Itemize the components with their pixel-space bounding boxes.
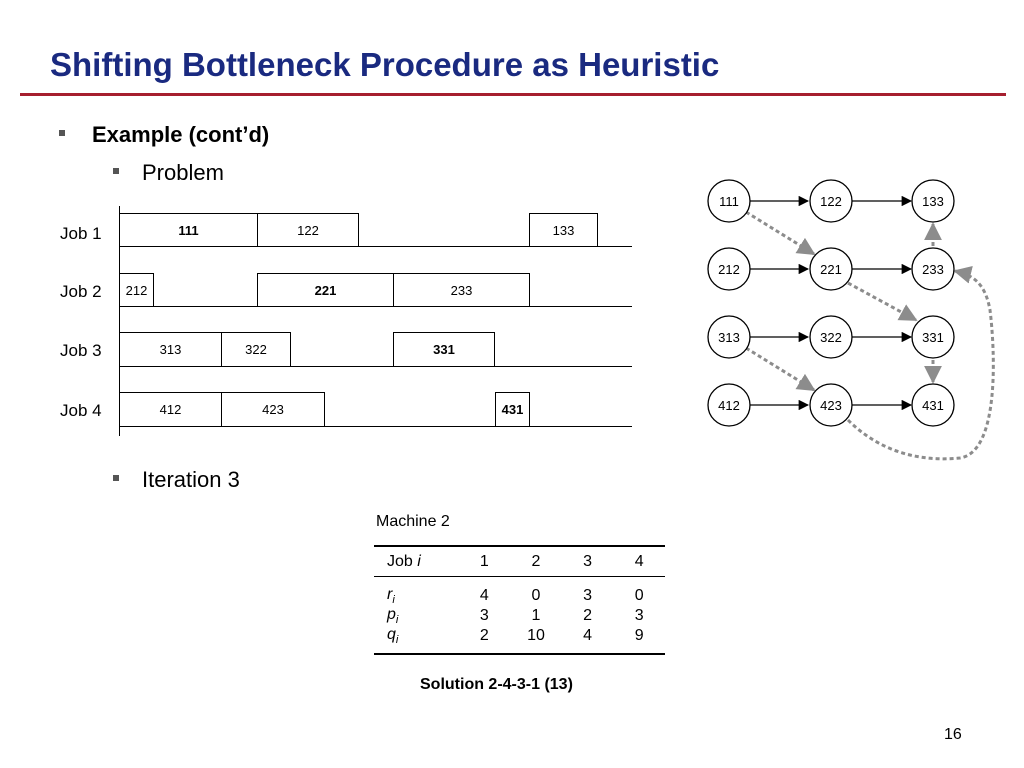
graph-node: 322 — [809, 315, 853, 359]
gantt-op-122: 122 — [257, 213, 359, 247]
disj-423-233 — [846, 265, 995, 461]
table-cell: 10 — [510, 626, 562, 655]
solution-text: Solution 2-4-3-1 (13) — [420, 676, 573, 693]
machine-table: Job i 1 2 3 4 ri 4 0 3 0 pi 3 1 2 3 qi 2… — [374, 545, 665, 655]
disj-111-221 — [745, 210, 816, 256]
graph-node: 221 — [809, 247, 853, 291]
job-label-4: Job 4 — [60, 401, 102, 420]
table-cell: 0 — [531, 587, 541, 605]
node-label: 431 — [922, 398, 944, 413]
table-cell: 3 — [583, 587, 593, 605]
row-label: ri — [387, 586, 395, 607]
machine-table-title: Machine 2 — [376, 513, 450, 530]
table-cell: 1 — [531, 607, 541, 625]
header-col: 3 — [561, 545, 614, 577]
table-row: ri 4 0 3 0 — [374, 577, 665, 607]
gantt-op-431: 431 — [495, 392, 530, 427]
node-label: 133 — [922, 194, 944, 209]
job-label-2: Job 2 — [60, 282, 102, 301]
table-cell: 3 — [479, 607, 489, 625]
bullet-problem: Problem — [113, 160, 224, 186]
gantt-op-233: 233 — [393, 273, 530, 307]
gantt-op-423: 423 — [221, 392, 325, 427]
node-label: 412 — [718, 398, 740, 413]
table-cell: 4 — [561, 626, 614, 655]
table-cell: 3 — [634, 607, 644, 625]
node-label: 111 — [719, 194, 739, 209]
disj-313-423 — [745, 346, 816, 392]
graph-node: 431 — [911, 383, 955, 427]
row-label: pi — [387, 606, 399, 627]
gantt-row-line — [119, 366, 632, 367]
graph-node: 122 — [809, 179, 853, 223]
gantt-axis — [119, 206, 120, 436]
gantt-op-221: 221 — [257, 273, 394, 307]
header-col: 2 — [510, 545, 562, 577]
graph-node: 331 — [911, 315, 955, 359]
gantt-op-313: 313 — [119, 332, 222, 367]
table-header-row: Job i 1 2 3 4 — [374, 545, 665, 577]
gantt-row-line — [119, 246, 632, 247]
table-cell: 0 — [634, 587, 644, 605]
graph-node: 212 — [707, 247, 751, 291]
bullet-example: Example (cont’d) — [59, 122, 269, 148]
graph-node: 313 — [707, 315, 751, 359]
graph-node: 233 — [911, 247, 955, 291]
table-row: qi 2 10 4 9 — [374, 626, 665, 655]
table-cell: 9 — [613, 626, 665, 655]
node-label: 322 — [820, 330, 842, 345]
header-col: 4 — [613, 545, 665, 577]
bullet-iteration-text: Iteration 3 — [142, 467, 240, 492]
node-label: 221 — [820, 262, 842, 277]
gantt-op-412: 412 — [119, 392, 222, 427]
disj-221-331 — [847, 281, 918, 322]
node-label: 212 — [718, 262, 740, 277]
slide-title: Shifting Bottleneck Procedure as Heurist… — [50, 46, 720, 83]
page-number: 16 — [944, 726, 962, 743]
table-cell: 2 — [458, 626, 511, 655]
header-job-label: Job i — [374, 545, 459, 577]
bullet-iteration: Iteration 3 — [113, 467, 240, 493]
table-cell: 2 — [583, 607, 593, 625]
bullet-example-text: Example (cont’d) — [92, 122, 270, 147]
gantt-op-212: 212 — [119, 273, 154, 307]
square-bullet-icon — [113, 475, 119, 482]
graph-node: 412 — [707, 383, 751, 427]
header-col: 1 — [458, 545, 511, 577]
job-label-1: Job 1 — [60, 224, 102, 243]
node-label: 423 — [820, 398, 842, 413]
graph-node: 423 — [809, 383, 853, 427]
job-label-3: Job 3 — [60, 341, 102, 360]
conjunctive-arcs — [750, 195, 913, 411]
node-label: 313 — [718, 330, 740, 345]
node-label: 122 — [820, 194, 842, 209]
gantt-row-line — [119, 426, 632, 427]
table-row: pi 3 1 2 3 — [374, 606, 665, 626]
disjunctive-arcs — [745, 210, 995, 461]
node-label: 233 — [922, 262, 944, 277]
title-divider — [20, 93, 1006, 96]
gantt-op-322: 322 — [221, 332, 291, 367]
gantt-op-331: 331 — [393, 332, 495, 367]
graph-node: 111 — [707, 179, 751, 223]
bullet-problem-text: Problem — [142, 160, 224, 185]
square-bullet-icon — [113, 168, 119, 175]
table-cell: 4 — [479, 587, 489, 605]
node-label: 331 — [922, 330, 944, 345]
square-bullet-icon — [59, 130, 65, 137]
row-label: qi — [374, 626, 459, 655]
graph-node: 133 — [911, 179, 955, 223]
gantt-op-133: 133 — [529, 213, 598, 247]
